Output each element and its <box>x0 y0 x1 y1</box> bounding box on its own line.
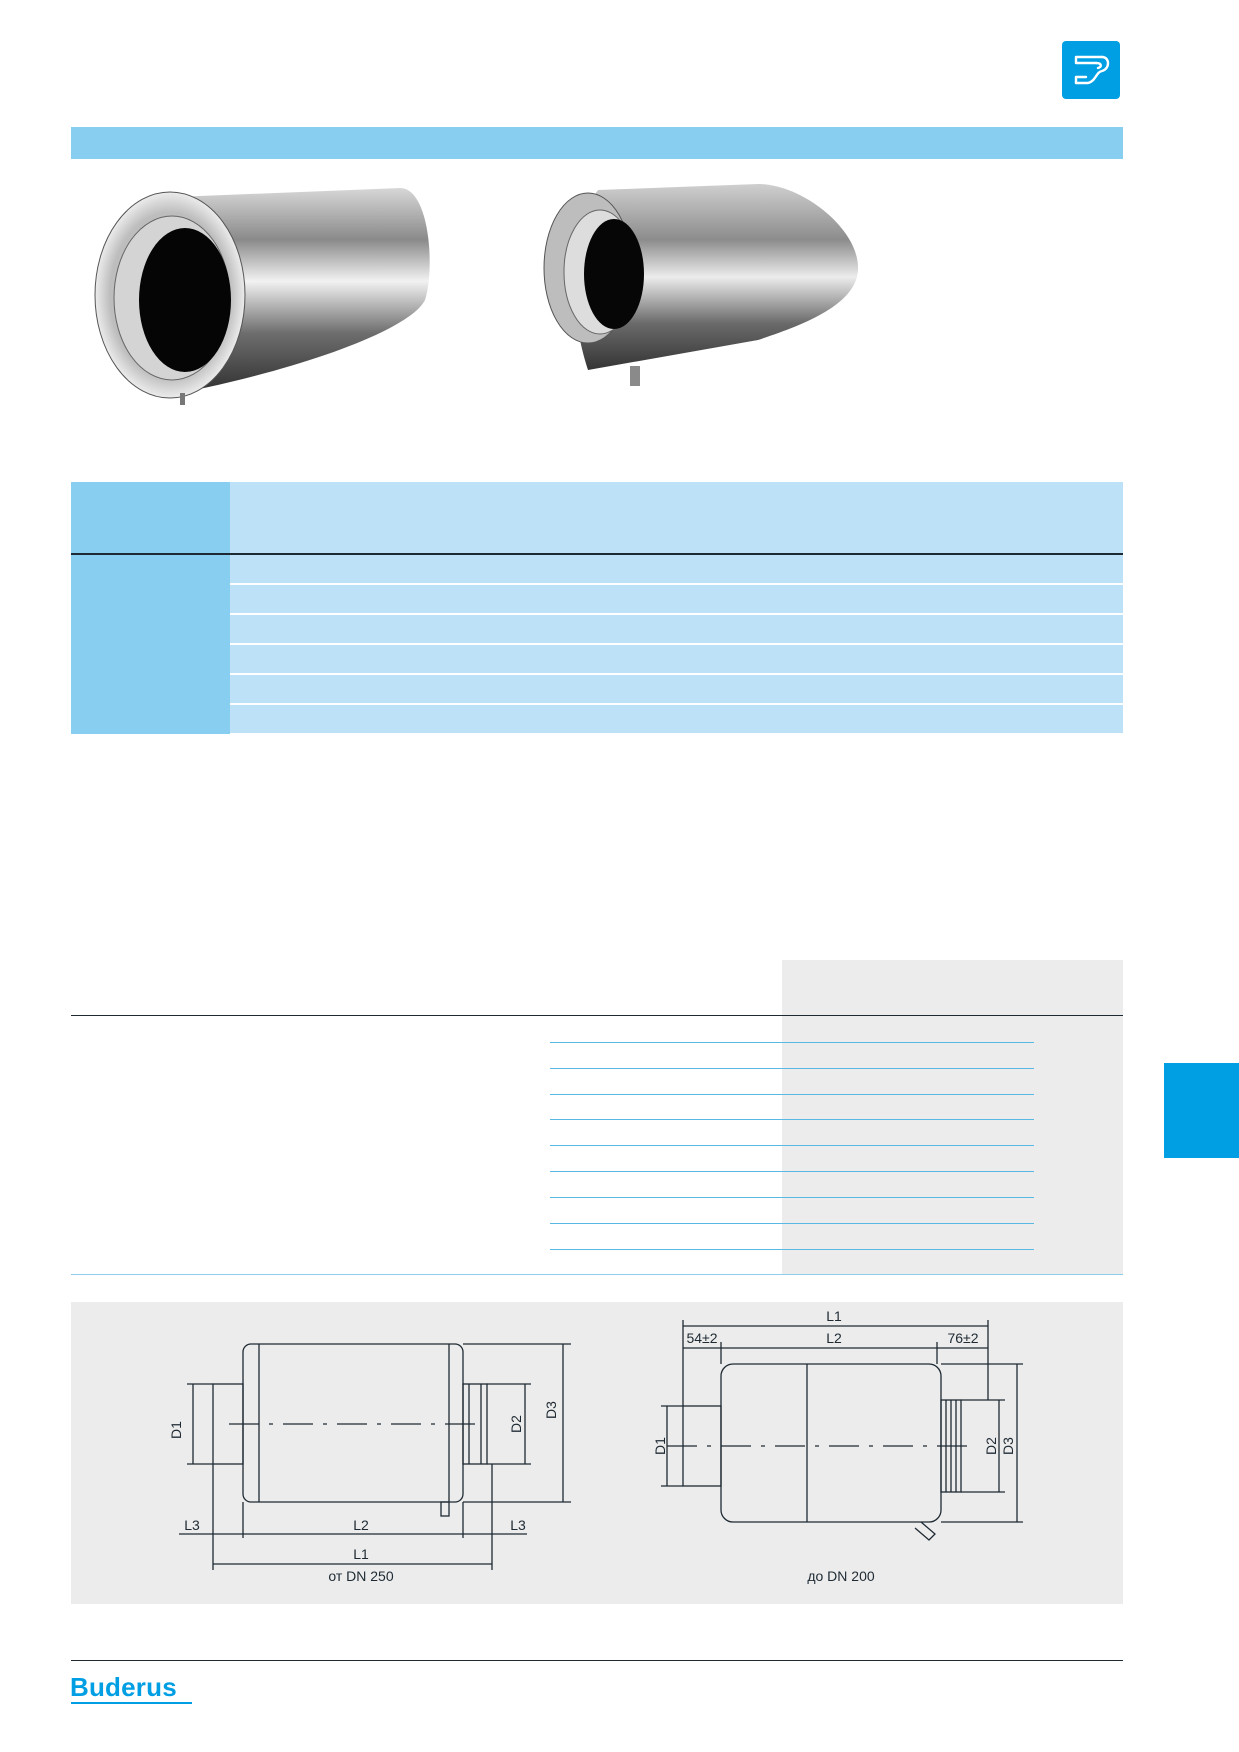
spec-table-row <box>230 615 1123 643</box>
spec-table-row <box>230 645 1123 673</box>
spec-table-row-divider <box>230 643 1123 645</box>
dims-table-row-divider <box>550 1145 1034 1146</box>
dim-label-l1: L1 <box>826 1308 842 1324</box>
spec-table-left-column <box>71 482 230 734</box>
flue-pipe-icon <box>1062 41 1120 99</box>
dim-label-l2: L2 <box>826 1330 842 1346</box>
dim-label-tolerance-left: 54±2 <box>686 1330 717 1346</box>
dims-table-highlight-column <box>782 960 1123 1275</box>
spec-table-row <box>230 675 1123 703</box>
spec-table-row-divider <box>230 703 1123 705</box>
dim-label-tolerance-right: 76±2 <box>947 1330 978 1346</box>
dims-table-header-rule <box>71 1015 1123 1016</box>
dims-table-row-divider <box>550 1197 1034 1198</box>
dims-table-bottom-rule <box>71 1274 1123 1275</box>
dims-table-row-divider <box>550 1119 1034 1120</box>
brand-logo-underline <box>71 1702 192 1704</box>
dims-table-row-divider <box>550 1171 1034 1172</box>
section-tab <box>1164 1063 1239 1158</box>
spec-table-row-divider <box>230 673 1123 675</box>
technical-drawings-panel: D1 D2 D3 L3 L2 L3 L1 от DN 250 D1 D2 D3 … <box>71 1302 1123 1604</box>
dims-table-row-divider <box>550 1042 1034 1043</box>
dim-label-d1: D1 <box>168 1421 184 1439</box>
dim-label-d3: D3 <box>1000 1437 1016 1455</box>
dims-table-row-divider <box>550 1223 1034 1224</box>
dim-label-l1: L1 <box>353 1546 369 1562</box>
spec-table-row-divider <box>230 613 1123 615</box>
drawing-right-caption: до DN 200 <box>807 1568 875 1584</box>
spec-table-row-divider <box>230 583 1123 585</box>
spec-table-header-rule <box>71 553 1123 555</box>
product-image-large-muffler <box>94 188 430 405</box>
spec-table-header <box>230 482 1123 554</box>
dim-label-d2: D2 <box>983 1437 999 1455</box>
drawing-left <box>179 1343 571 1570</box>
drawing-right <box>661 1320 1023 1541</box>
title-bar <box>71 127 1123 159</box>
drawing-left-caption: от DN 250 <box>328 1568 393 1584</box>
dim-label-d2: D2 <box>508 1415 524 1433</box>
footer-rule <box>71 1660 1123 1661</box>
dim-label-d3: D3 <box>543 1401 559 1419</box>
dims-table-row-divider <box>550 1068 1034 1069</box>
product-image-small-muffler <box>543 184 859 386</box>
spec-table-row <box>230 585 1123 613</box>
spec-table-row <box>230 555 1123 583</box>
spec-table-row <box>230 705 1123 733</box>
dim-label-l2: L2 <box>353 1517 369 1533</box>
brand-logo: Buderus <box>70 1672 177 1702</box>
dim-label-l3-left: L3 <box>184 1517 200 1533</box>
dim-label-d1: D1 <box>652 1437 668 1455</box>
dims-table-row-divider <box>550 1094 1034 1095</box>
dim-label-l3-right: L3 <box>510 1517 526 1533</box>
dims-table-row-divider <box>550 1249 1034 1250</box>
